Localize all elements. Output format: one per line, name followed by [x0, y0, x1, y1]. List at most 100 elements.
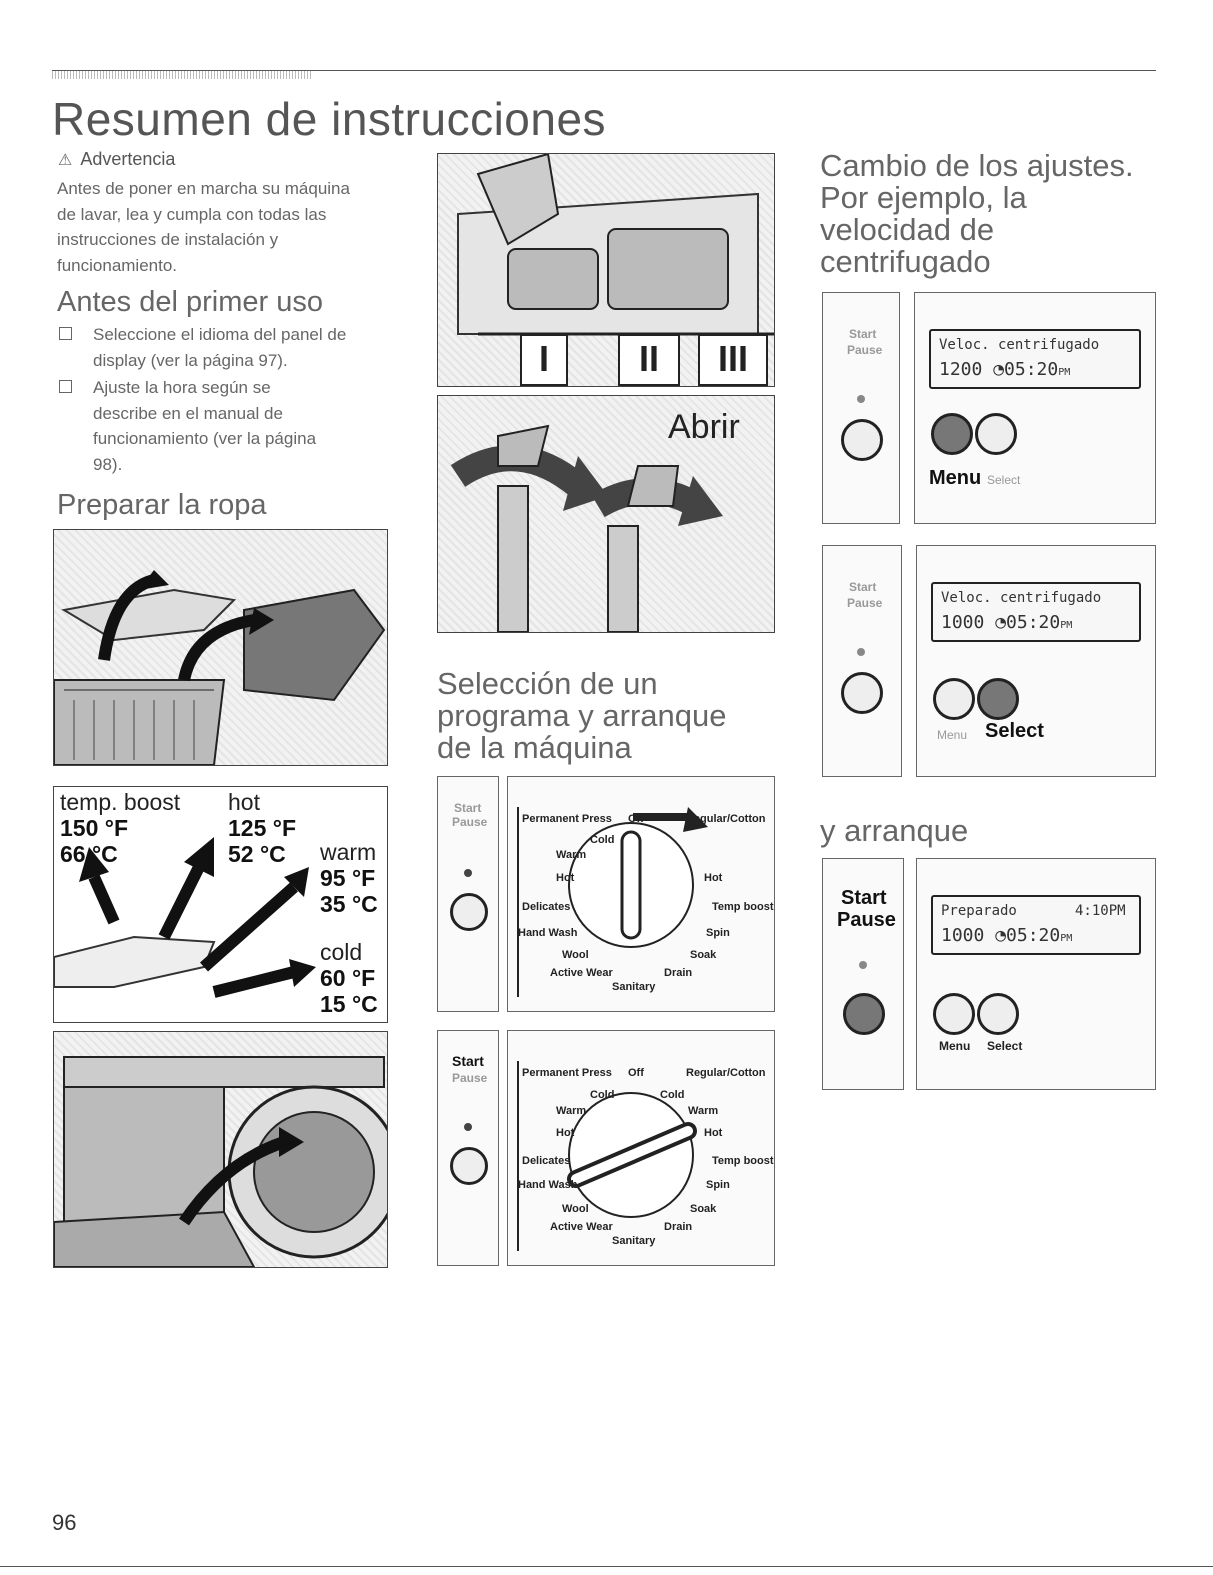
top-rule-plain — [312, 70, 1156, 79]
warning-body: Antes de poner en marcha su máquina de l… — [57, 179, 350, 275]
washer-drawing — [54, 1056, 387, 1267]
dial-wool: Wool — [562, 1203, 589, 1215]
washer-loading-illustration — [53, 1031, 388, 1268]
start-label: Start — [454, 801, 482, 815]
menu-label: Menu — [939, 1039, 971, 1053]
dial-hand-wash: Hand Wash — [518, 1179, 578, 1191]
pause-label: Pause — [847, 596, 883, 610]
dial-soak: Soak — [690, 1203, 717, 1215]
clothes-arrows-drawing — [54, 837, 316, 998]
start-pause-panel-d2: Start Pause — [822, 545, 902, 777]
lcd-display: Veloc. centrifugado 1000 ◔05:20PM — [931, 582, 1141, 642]
hot-celsius: 52 °C — [228, 841, 286, 867]
dial-spin: Spin — [706, 1179, 730, 1191]
temp-boost-celsius: 66 °C — [60, 841, 118, 867]
hot-label: hot — [228, 789, 260, 815]
dial-active-wear: Active Wear — [550, 1221, 613, 1233]
laundry-basket-drawing — [54, 570, 386, 765]
menu-button[interactable] — [931, 413, 973, 455]
start-pause-button[interactable] — [450, 1147, 488, 1185]
temperature-guide: temp. boost 150 °F 66 °C hot 125 °F 52 °… — [53, 786, 388, 1023]
laundry-basket-illustration — [53, 529, 388, 766]
dial-permanent-press: Permanent Press — [522, 1067, 612, 1079]
dial-spin: Spin — [706, 927, 730, 939]
dial-permanent-press: Permanent Press — [522, 813, 612, 825]
start-pause-button[interactable] — [841, 672, 883, 714]
list-item: Ajuste la hora según se describe en el m… — [57, 375, 377, 477]
start-label: Start — [452, 1053, 484, 1069]
compartment-iii-label: III — [698, 334, 768, 386]
start-pause-panel: Start Pause — [437, 776, 499, 1012]
warm-fahrenheit: 95 °F — [320, 865, 376, 891]
cold-label: cold — [320, 939, 363, 965]
cold-celsius: 15 °C — [320, 991, 378, 1017]
start-pause-panel-d1: Start Pause — [822, 292, 900, 524]
program-dial-panel-2: Permanent Press Off Regular/Cotton Cold … — [507, 1030, 775, 1266]
start-label: Start — [841, 887, 887, 909]
program-dial[interactable] — [508, 777, 774, 1011]
start-pause-button[interactable] — [843, 993, 885, 1035]
page-title: Resumen de instrucciones — [52, 93, 607, 145]
faucet-illustration: Abrir — [437, 395, 775, 633]
menu-button[interactable] — [933, 678, 975, 720]
prepare-laundry-heading: Preparar la ropa — [57, 489, 267, 521]
page-number: 96 — [52, 1510, 77, 1535]
dial-delicates: Delicates — [522, 1155, 571, 1167]
dial-regular-cotton: Regular/Cotton — [686, 813, 766, 825]
lcd-line2: 1000 ◔05:20PM — [941, 612, 1073, 633]
indicator-light — [464, 1123, 472, 1131]
before-first-use-list: Seleccione el idioma del panel de displa… — [57, 322, 377, 479]
lcd-line1: Veloc. centrifugado — [941, 590, 1102, 606]
display-panel-3: Preparado 4:10PM 1000 ◔05:20PM Menu Sele… — [916, 858, 1156, 1090]
warning-heading: ⚠Advertencia — [58, 149, 176, 169]
select-button[interactable] — [975, 413, 1017, 455]
indicator-light — [857, 395, 865, 403]
compartment-i-label: I — [520, 334, 568, 386]
dial-temp-boost: Temp boost — [712, 901, 774, 913]
dial-delicates: Delicates — [522, 901, 571, 913]
start-pause-button[interactable] — [841, 419, 883, 461]
pause-label: Pause — [452, 815, 488, 829]
dial-cold-left: Cold — [590, 1089, 615, 1101]
faucet-drawing — [450, 424, 723, 632]
select-label: Select — [987, 473, 1021, 487]
dial-off: Off — [628, 1067, 644, 1079]
dial-hot-left: Hot — [556, 1127, 575, 1139]
select-button[interactable] — [977, 678, 1019, 720]
dial-warm-left: Warm — [556, 849, 587, 861]
footer-rule — [0, 1566, 1213, 1567]
dial-sanitary: Sanitary — [612, 981, 656, 993]
select-button[interactable] — [977, 993, 1019, 1035]
display-panel-1: Veloc. centrifugado 1200 ◔05:20PM Menu S… — [914, 292, 1156, 524]
pause-label: Pause — [847, 343, 883, 357]
compartment-ii-label: II — [618, 334, 680, 386]
warning-triangle-icon: ⚠ — [58, 152, 73, 169]
dial-drain: Drain — [664, 1221, 693, 1233]
dispenser-drawing — [457, 154, 774, 336]
indicator-light — [859, 961, 867, 969]
menu-label: Menu — [937, 728, 968, 742]
cold-fahrenheit: 60 °F — [320, 965, 376, 991]
start-pause-panel-d3: Start Pause — [822, 858, 904, 1090]
before-first-use-heading: Antes del primer uso — [57, 286, 323, 318]
checkbox-icon — [59, 327, 72, 340]
program-dial-2[interactable] — [508, 1031, 774, 1265]
dial-wool: Wool — [562, 949, 589, 961]
select-label: Select — [985, 720, 1044, 742]
hot-fahrenheit: 125 °F — [228, 815, 297, 841]
dial-hot-right: Hot — [704, 1127, 723, 1139]
list-item: Seleccione el idioma del panel de displa… — [57, 322, 377, 373]
start-label: Start — [849, 580, 877, 594]
open-label: Abrir — [668, 408, 740, 446]
start-pause-button[interactable] — [450, 893, 488, 931]
select-label: Select — [987, 1039, 1023, 1053]
lcd-display: Veloc. centrifugado 1200 ◔05:20PM — [929, 329, 1141, 389]
lcd-line1: Preparado — [941, 903, 1017, 919]
program-dial-panel: Permanent Press Off Regular/Cotton Cold … — [507, 776, 775, 1012]
menu-label: Menu — [929, 467, 982, 489]
change-settings-heading: Cambio de los ajustes. Por ejemplo, la v… — [820, 148, 1134, 279]
dial-soak: Soak — [690, 949, 717, 961]
menu-button[interactable] — [933, 993, 975, 1035]
dial-cold-right: Cold — [660, 1089, 685, 1101]
display-panel-2: Veloc. centrifugado 1000 ◔05:20PM Menu S… — [916, 545, 1156, 777]
